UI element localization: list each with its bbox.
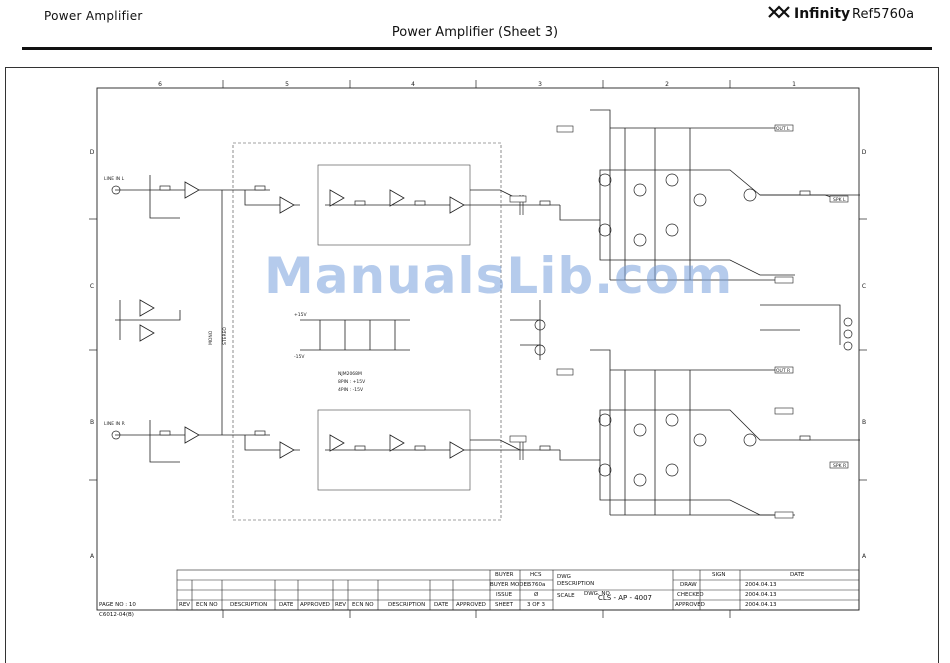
tb-scale: SCALE [557, 593, 575, 599]
pin8-note: 8PIN : +15V [338, 379, 366, 385]
brand-name: Infinity [794, 5, 851, 22]
tb-sheet-value: 3 OF 3 [527, 602, 545, 608]
drawing-border [96, 87, 860, 611]
tb-buyer-model: BUYER MODEL [490, 582, 531, 588]
out-r-label: OUT R [776, 368, 790, 374]
opamp-note: NJM2068M [338, 371, 362, 377]
grid-row-c-right: C [862, 283, 866, 290]
grid-col-3: 3 [538, 81, 542, 88]
tb-approved-col-1: APPROVED [300, 602, 330, 608]
grid-row-b-left: B [90, 419, 94, 426]
signal-wires [115, 109, 860, 516]
preamp-block [232, 142, 502, 521]
header-rule [22, 47, 932, 50]
tb-date: DATE [790, 572, 805, 578]
tb-buyer: BUYER [495, 572, 514, 578]
grid-col-1: 1 [792, 81, 796, 88]
tb-dwg-value: CLS - AP - 4007 [598, 594, 653, 602]
grid-col-2: 2 [665, 81, 669, 88]
tb-model-value: 5760a [528, 582, 546, 588]
tb-sheet: SHEET [495, 602, 513, 608]
grid-row-b-right: B [862, 419, 866, 426]
tb-hcs: HCS [530, 572, 542, 578]
tb-rev-2: REV [335, 602, 347, 608]
grid-row-d-right: D [862, 149, 867, 156]
out-l-label: OUT L [776, 126, 790, 132]
tb-ecn-2: ECN NO [352, 602, 374, 608]
title-block-grid [176, 569, 860, 611]
tb-ecn-1: ECN NO [196, 602, 218, 608]
grid-col-5: 5 [285, 81, 289, 88]
grid-col-4: 4 [411, 81, 415, 88]
stereo-label: STEREO [222, 327, 228, 345]
model-number: Ref5760a [852, 7, 915, 22]
tb-date-1: 2004.04.13 [745, 582, 777, 588]
grid-col-6: 6 [158, 81, 162, 88]
spk-l-label: SPK L [833, 197, 846, 203]
tb-date-col-1: DATE [279, 602, 294, 608]
infinity-logo-icon [768, 4, 790, 23]
tb-checked: CHECKED [677, 592, 704, 598]
jack-r-label: LINE IN R [104, 421, 125, 427]
grid-row-a-left: A [90, 553, 95, 560]
tb-code: C6012-04(B) [99, 612, 134, 618]
watermark: ManualsLib.com [264, 247, 734, 305]
grid-row-d-left: D [90, 149, 95, 156]
tb-date-col-2: DATE [434, 602, 449, 608]
rail-tags [509, 124, 849, 519]
tb-issue: ISSUE [496, 592, 513, 598]
tb-description-2: DESCRIPTION [388, 602, 426, 608]
tb-date-3: 2004.04.13 [745, 602, 777, 608]
tb-description-1: DESCRIPTION [230, 602, 268, 608]
tb-dwg-desc: DWG DESCRIPTION [557, 574, 595, 587]
tb-rev-1: REV [179, 602, 191, 608]
minus15-label: -15V [294, 354, 305, 360]
tb-date-2: 2004.04.13 [745, 592, 777, 598]
grid-row-a-right: A [862, 553, 867, 560]
transistor-symbols [111, 173, 853, 487]
tb-sign: SIGN [712, 572, 726, 578]
tb-issue-value: Ø [534, 592, 539, 598]
tb-draw: DRAW [680, 582, 697, 588]
tb-page: PAGE NO : 10 [99, 602, 136, 608]
spk-r-label: SPK R [833, 463, 846, 469]
column-ticks [89, 80, 867, 618]
grid-row-c-left: C [90, 283, 94, 290]
sheet-frame [5, 67, 939, 663]
jack-l-label: LINE IN L [104, 176, 125, 182]
tb-approved-col-2: APPROVED [456, 602, 486, 608]
tb-approved: APPROVED [675, 602, 705, 608]
page-title: Power Amplifier (Sheet 3) [391, 25, 559, 40]
component-marks [159, 185, 811, 460]
section-title: Power Amplifier [44, 9, 143, 23]
pin4-note: 4PIN : -15V [338, 387, 364, 393]
plus15-label: +15V [294, 312, 307, 318]
brand-logo: Infinity [768, 4, 850, 23]
tb-dwg-no: DWG. NO. [584, 591, 612, 597]
mono-label: MONO [208, 330, 214, 345]
opamp-symbols [139, 181, 465, 459]
